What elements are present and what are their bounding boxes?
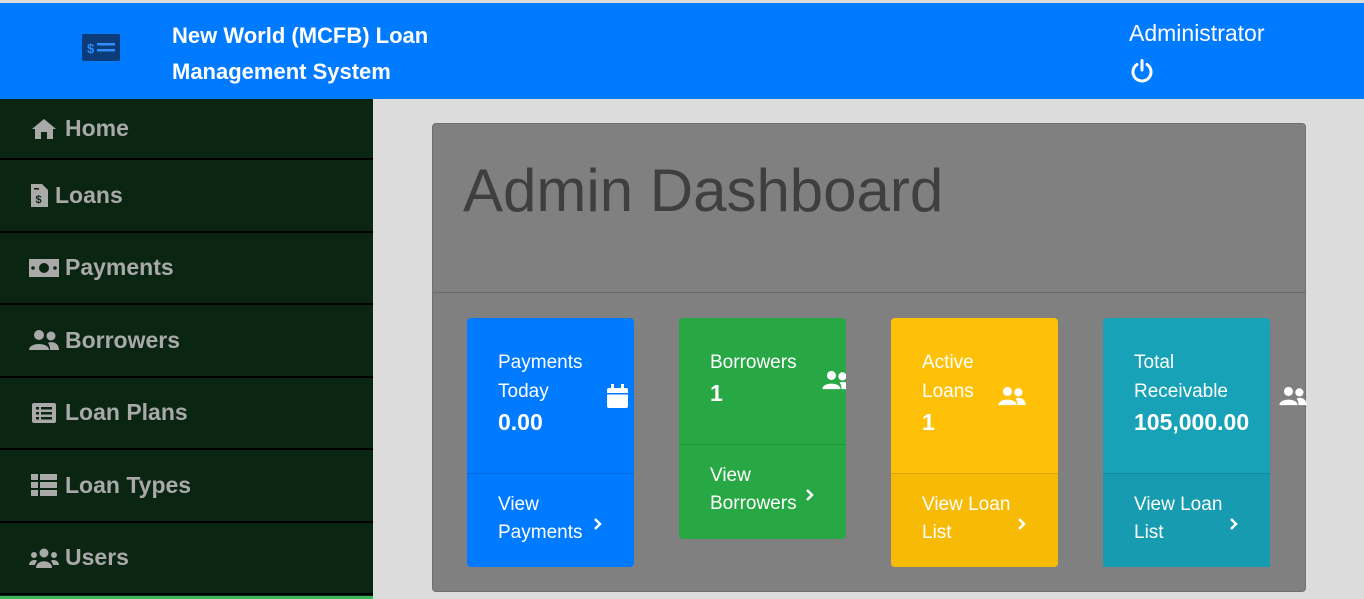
user-friends-icon [29,328,59,352]
total-receivable-card: Total Receivable 105,000.00 View Loan Li… [1103,318,1307,567]
app-title: New World (MCFB) Loan Management System [172,23,429,84]
payments-today-card: Payments Today 0.00 View Payments [467,318,634,567]
chevron-right-icon [1229,512,1239,530]
view-loan-list-link[interactable]: View Loan List [891,473,1058,567]
th-list-icon [29,473,59,497]
sidebar-item-label: Payments [65,254,174,281]
dashboard-panel: Admin Dashboard Payments Today 0.00 View… [432,123,1307,592]
card-link-label: View Borrowers [710,465,797,514]
money-check-icon: $ [82,34,120,61]
view-loan-list-link[interactable]: View Loan List [1103,473,1270,567]
svg-text:$: $ [35,194,41,206]
card-label: Payments Today [498,352,583,402]
users-icon [29,546,59,570]
chevron-right-icon [1017,512,1027,530]
card-value: 1 [710,380,723,406]
card-label: Active Loans [922,352,974,402]
borrowers-card: Borrowers 1 View Borrowers [679,318,846,539]
card-label: Total Receivable [1134,352,1228,402]
sidebar-item-loan-types[interactable]: Loan Types [0,450,373,523]
card-link-label: View Payments [498,494,583,543]
user-friends-icon [1278,386,1308,415]
file-invoice-dollar-icon: $ [29,183,49,207]
view-borrowers-link[interactable]: View Borrowers [679,444,846,539]
sidebar-item-home[interactable]: Home [0,99,373,160]
sidebar-item-label: Loan Types [65,471,192,498]
power-icon[interactable] [1129,58,1155,84]
card-link-label: View Loan List [922,494,1011,543]
dashboard-header: Admin Dashboard [433,124,1305,293]
card-label: Borrowers [710,352,797,373]
card-value: 105,000.00 [1134,409,1250,435]
page-title: Admin Dashboard [463,157,944,224]
sidebar-item-label: Loans [55,181,123,208]
money-bill-icon [29,256,59,280]
list-alt-icon [29,401,59,425]
calendar-icon [607,384,628,417]
active-loans-card: Active Loans 1 View Loan List [891,318,1058,567]
sidebar: Home $ Loans Payments Borrowers Loan Pla… [0,99,373,599]
view-payments-link[interactable]: View Payments [467,473,634,567]
sidebar-item-users[interactable]: Users [0,523,373,595]
user-friends-icon [821,370,846,399]
user-friends-icon [997,386,1027,415]
sidebar-item-loan-plans[interactable]: Loan Plans [0,378,373,450]
sidebar-item-label: Users [65,544,129,571]
sidebar-item-label: Home [65,115,129,141]
sidebar-item-payments[interactable]: Payments [0,233,373,305]
sidebar-bottom-border [0,596,373,599]
user-name[interactable]: Administrator [1129,20,1265,46]
home-icon [29,117,59,141]
card-value: 0.00 [498,409,543,435]
card-link-label: View Loan List [1134,494,1223,543]
chevron-right-icon [805,483,815,501]
top-navbar: $ New World (MCFB) Loan Management Syste… [0,3,1364,99]
card-value: 1 [922,409,935,435]
chevron-right-icon [593,512,603,530]
sidebar-item-label: Loan Plans [65,399,188,426]
sidebar-item-borrowers[interactable]: Borrowers [0,305,373,378]
sidebar-item-loans[interactable]: $ Loans [0,160,373,233]
sidebar-item-label: Borrowers [65,326,181,353]
svg-text:$: $ [87,41,95,56]
